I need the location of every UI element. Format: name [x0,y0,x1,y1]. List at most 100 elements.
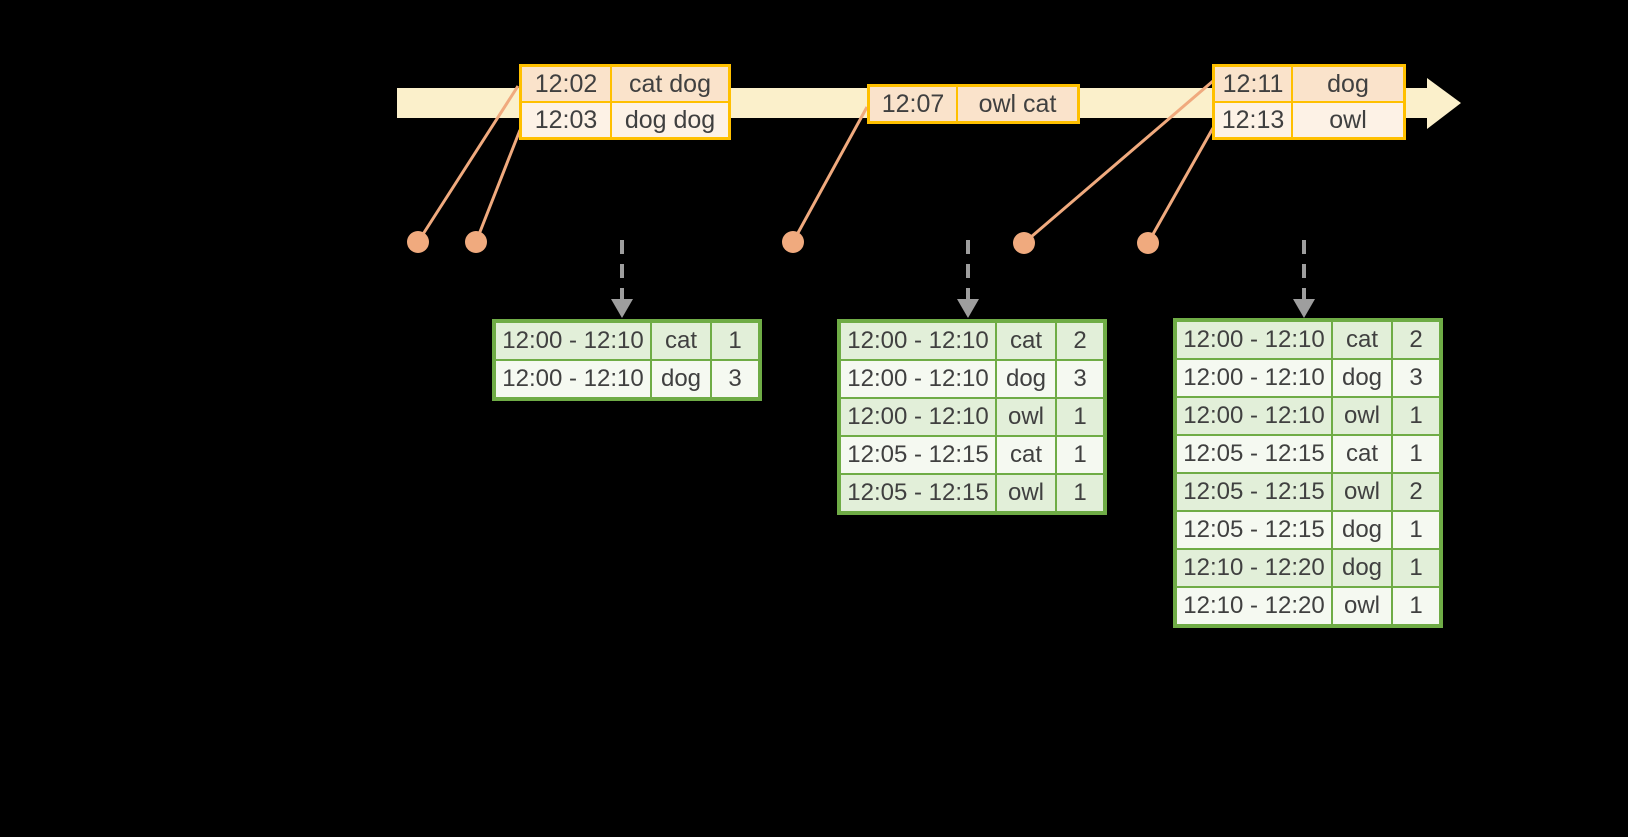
trigger-arrow-head [611,299,633,318]
result-table-2-body: 12:00 - 12:10 cat 2 12:00 - 12:10 dog 3 … [838,320,1106,514]
result-table-1-body: 12:00 - 12:10 cat 1 12:00 - 12:10 dog 3 [493,320,761,400]
window-cell: 12:00 - 12:10 [493,359,652,400]
window-cell: 12:00 - 12:10 [493,320,652,361]
event-connector-line [791,106,869,243]
result-row: 12:00 - 12:10 cat 1 [493,320,761,361]
event-table-3-body: 12:11 dog 12:13 owl [1212,64,1406,140]
window-cell: 12:05 - 12:15 [838,473,997,514]
event-row: 12:13 owl [1212,101,1406,140]
window-cell: 12:00 - 12:10 [1174,358,1333,398]
count-cell: 1 [1391,586,1442,627]
count-cell: 1 [1391,434,1442,474]
event-marker-dot-icon [1137,232,1159,254]
result-row: 12:05 - 12:15 dog 1 [1174,510,1442,550]
window-cell: 12:00 - 12:10 [838,397,997,437]
result-row: 12:05 - 12:15 cat 1 [1174,434,1442,474]
event-marker-dot-icon [407,231,429,253]
word-cell: dog [650,359,712,400]
word-cell: owl [1331,586,1393,627]
event-row: 12:11 dog [1212,64,1406,103]
event-table-2: 12:07 owl cat [867,84,1080,124]
count-cell: 1 [1391,548,1442,588]
window-cell: 12:10 - 12:20 [1174,548,1333,588]
count-cell: 1 [1391,396,1442,436]
trigger-arrow-icon [611,240,633,318]
count-cell: 3 [1391,358,1442,398]
trigger-arrow-icon [957,240,979,318]
event-connector-line [416,85,520,243]
window-cell: 12:05 - 12:15 [1174,472,1333,512]
event-table-1: 12:02 cat dog 12:03 dog dog [519,64,731,140]
word-cell: cat [1331,319,1393,360]
count-cell: 2 [1391,319,1442,360]
result-row: 12:05 - 12:15 cat 1 [838,435,1106,475]
result-row: 12:00 - 12:10 cat 2 [1174,319,1442,360]
event-words-cell: dog dog [610,101,731,140]
window-cell: 12:00 - 12:10 [838,320,997,361]
window-cell: 12:00 - 12:10 [1174,319,1333,360]
word-cell: owl [995,473,1057,514]
result-table-2: 12:00 - 12:10 cat 2 12:00 - 12:10 dog 3 … [837,319,1107,515]
result-table-3: 12:00 - 12:10 cat 2 12:00 - 12:10 dog 3 … [1173,318,1443,628]
result-row: 12:05 - 12:15 owl 2 [1174,472,1442,512]
count-cell: 1 [1055,473,1106,514]
event-row: 12:02 cat dog [519,64,731,103]
count-cell: 3 [710,359,761,400]
event-time-cell: 12:03 [519,101,612,140]
result-row: 12:00 - 12:10 owl 1 [1174,396,1442,436]
event-connector-line [1146,127,1215,244]
window-cell: 12:05 - 12:15 [1174,510,1333,550]
event-table-2-body: 12:07 owl cat [867,84,1080,124]
event-time-cell: 12:11 [1212,64,1293,103]
trigger-arrow-icon [1293,240,1315,318]
word-cell: owl [995,397,1057,437]
window-cell: 12:00 - 12:10 [1174,396,1333,436]
event-words-cell: owl [1291,101,1406,140]
result-row: 12:00 - 12:10 dog 3 [838,359,1106,399]
count-cell: 1 [1391,510,1442,550]
word-cell: owl [1331,472,1393,512]
count-cell: 2 [1055,320,1106,361]
word-cell: dog [1331,358,1393,398]
timeline-arrow-icon [1427,78,1461,129]
event-connector-line [474,129,522,243]
result-row: 12:00 - 12:10 dog 3 [1174,358,1442,398]
result-row: 12:10 - 12:20 owl 1 [1174,586,1442,627]
count-cell: 1 [710,320,761,361]
result-table-1: 12:00 - 12:10 cat 1 12:00 - 12:10 dog 3 [492,319,762,401]
event-words-cell: owl cat [956,84,1080,124]
word-cell: cat [1331,434,1393,474]
event-connector-line [1023,79,1214,245]
count-cell: 1 [1055,435,1106,475]
count-cell: 1 [1055,397,1106,437]
event-words-cell: cat dog [610,64,731,103]
window-cell: 12:00 - 12:10 [838,359,997,399]
word-cell: dog [1331,548,1393,588]
word-cell: dog [995,359,1057,399]
window-cell: 12:05 - 12:15 [838,435,997,475]
event-time-cell: 12:02 [519,64,612,103]
event-time-cell: 12:13 [1212,101,1293,140]
count-cell: 2 [1391,472,1442,512]
event-marker-dot-icon [465,231,487,253]
word-cell: cat [995,435,1057,475]
trigger-arrow-head [1293,299,1315,318]
event-marker-dot-icon [1013,232,1035,254]
result-row: 12:00 - 12:10 dog 3 [493,359,761,400]
result-row: 12:05 - 12:15 owl 1 [838,473,1106,514]
window-cell: 12:05 - 12:15 [1174,434,1333,474]
trigger-arrow-head [957,299,979,318]
event-marker-dot-icon [782,231,804,253]
count-cell: 3 [1055,359,1106,399]
result-row: 12:00 - 12:10 cat 2 [838,320,1106,361]
result-row: 12:10 - 12:20 dog 1 [1174,548,1442,588]
word-cell: cat [995,320,1057,361]
word-cell: cat [650,320,712,361]
word-cell: owl [1331,396,1393,436]
event-time-cell: 12:07 [867,84,958,124]
event-table-3: 12:11 dog 12:13 owl [1212,64,1406,140]
event-table-1-body: 12:02 cat dog 12:03 dog dog [519,64,731,140]
result-table-3-body: 12:00 - 12:10 cat 2 12:00 - 12:10 dog 3 … [1174,319,1442,627]
word-cell: dog [1331,510,1393,550]
